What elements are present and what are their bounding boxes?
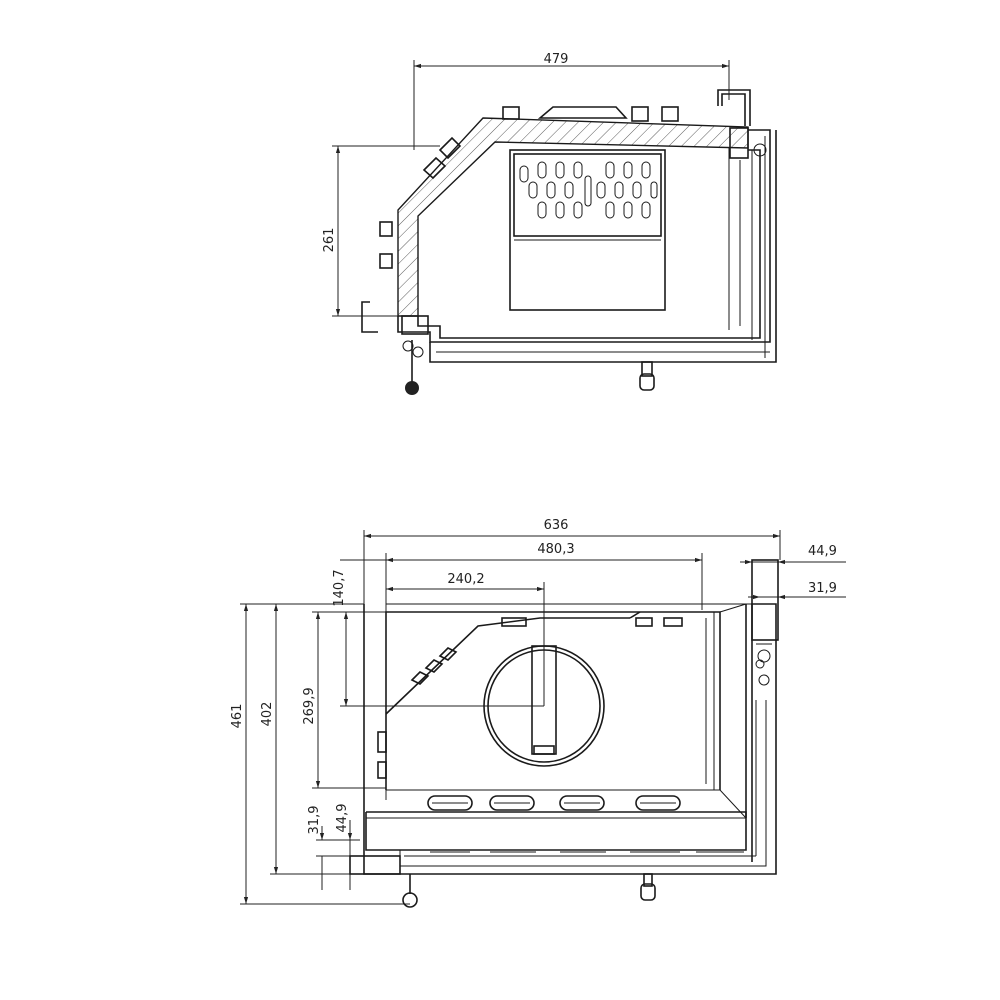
front-body-outline [349,559,779,875]
front-overall-height-label: 461 [230,704,245,729]
top-insulation-walls [397,106,749,317]
front-bottom-frame-outer-label: 44,9 [335,804,350,833]
front-circle-top-dimension: 140,7 [332,559,544,707]
front-flue-outlet [483,645,605,767]
front-frame-inner-label: 31,9 [808,581,837,596]
front-bottom-frame-inner-label: 31,9 [307,806,322,835]
front-inner-width-label: 480,3 [537,542,574,557]
front-circle-top-label: 140,7 [332,569,347,606]
top-body-outline [397,129,777,363]
front-hinge [755,643,772,686]
front-overall-width-label: 636 [544,518,569,533]
top-view: 479 261 [322,52,777,395]
front-circle-center-dimension: 269,9 [302,611,386,789]
top-knob-icon[interactable] [405,381,419,395]
top-depth-dimension: 261 [322,145,440,317]
front-adjuster-icon[interactable] [640,883,656,901]
front-frame-inner-dimension: 31,9 [748,581,846,600]
front-frame-outer-label: 44,9 [808,544,837,559]
front-frame-outer-dimension: 44,9 [740,544,846,565]
front-inner-height-dimension: 402 [260,603,364,875]
front-half-width-dimension: 240,2 [386,572,545,706]
front-deflector [385,611,683,728]
top-width-dimension: 479 [413,52,730,150]
front-overall-width-dimension: 636 [363,518,781,870]
top-controls [401,315,655,395]
front-overall-height-dimension: 461 [230,603,410,905]
front-bottom-frame-dimensions: 31,9 44,9 [307,804,400,890]
top-nozzles [379,106,679,269]
top-depth-label: 261 [322,228,337,253]
front-circle-center-label: 269,9 [302,687,317,724]
front-view: 636 480,3 240,2 44,9 31,9 [230,518,846,908]
front-side-tabs [377,731,387,779]
top-baffle [509,149,666,311]
top-hooks [361,89,767,333]
top-width-label: 479 [544,52,569,67]
front-controls [402,873,656,908]
front-inner-height-label: 402 [260,702,275,727]
front-half-width-label: 240,2 [447,572,484,587]
top-adjuster-icon[interactable] [639,373,655,391]
front-knob-icon[interactable] [402,892,418,908]
front-air-slots [427,795,744,853]
